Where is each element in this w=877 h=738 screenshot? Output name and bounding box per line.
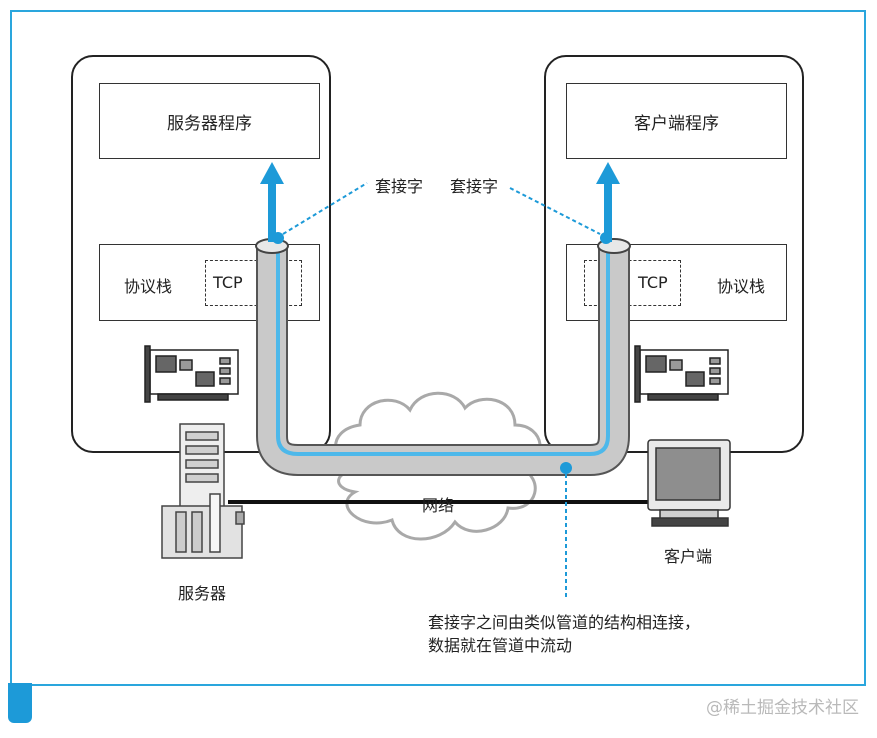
client-nic-card-icon (634, 345, 729, 403)
client-device-label: 客户端 (664, 547, 713, 566)
client-socket-label: 套接字 (450, 177, 499, 196)
server-stack-label: 协议栈 (124, 277, 173, 296)
server-program-box: 服务器程序 (99, 83, 320, 159)
caption-line-2: 数据就在管道中流动 (428, 636, 573, 655)
server-nic-card-icon (144, 345, 239, 403)
client-program-label: 客户端程序 (634, 113, 719, 134)
client-socket-dot (600, 232, 612, 244)
leader-lines (282, 182, 601, 598)
client-tcp-label: TCP (638, 273, 668, 292)
server-tcp-box (205, 260, 302, 306)
client-program-box: 客户端程序 (566, 83, 787, 159)
server-socket-label: 套接字 (375, 177, 424, 196)
client-tcp-box (584, 260, 681, 306)
watermark: @稀土掘金技术社区 (706, 698, 859, 718)
server-tcp-label: TCP (213, 273, 243, 292)
server-tower-icon (161, 423, 245, 559)
client-up-arrow (596, 162, 620, 242)
figure-frame (10, 10, 866, 686)
pipe-caption-dot (560, 462, 572, 474)
caption-line-1: 套接字之间由类似管道的结构相连接， (428, 613, 701, 632)
network-label: 网络 (422, 496, 455, 515)
client-stack-label: 协议栈 (717, 277, 766, 296)
corner-accent (8, 683, 32, 723)
pipe-body (258, 246, 628, 474)
server-up-arrow (260, 162, 284, 242)
server-device-label: 服务器 (178, 584, 227, 603)
server-program-label: 服务器程序 (167, 113, 252, 134)
client-monitor-icon (647, 439, 731, 527)
server-socket-dot (272, 232, 284, 244)
pipe-flow (276, 246, 610, 456)
